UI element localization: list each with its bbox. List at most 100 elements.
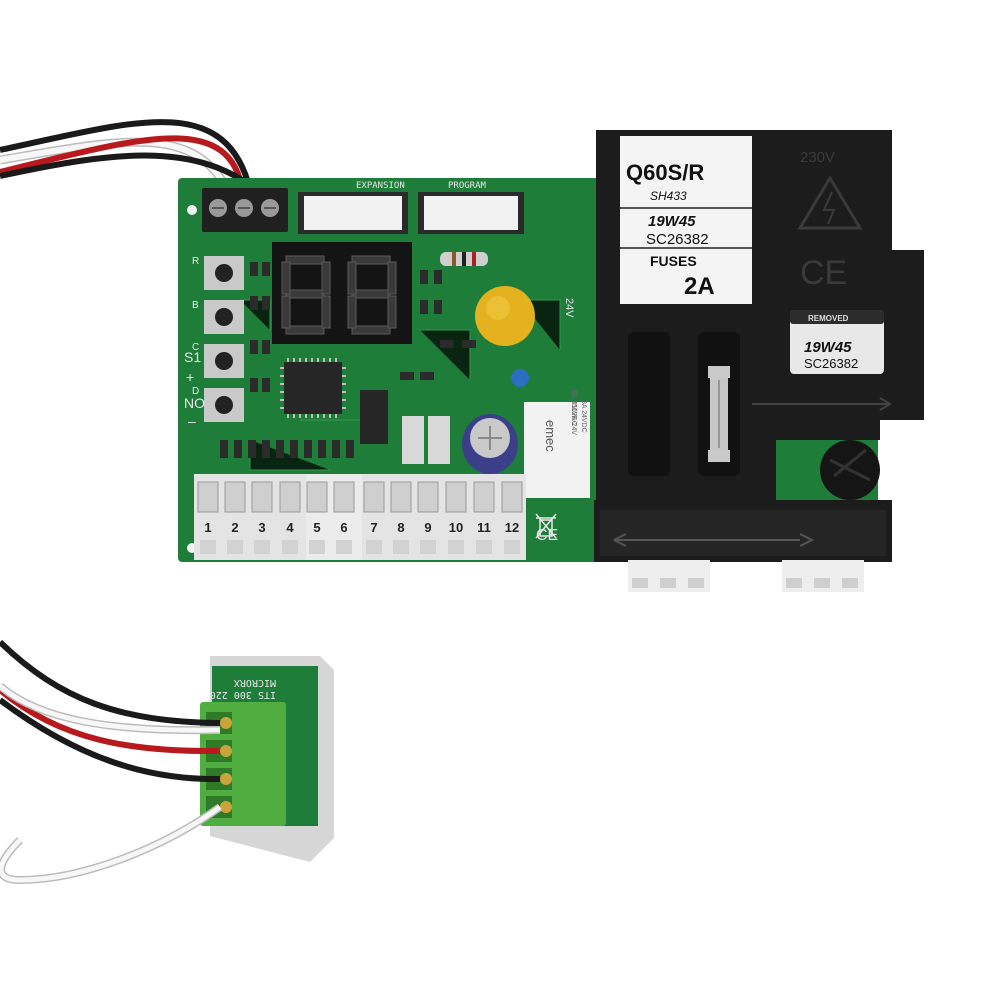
- button-cap-icon: [215, 264, 233, 282]
- cover-slide: [600, 510, 886, 556]
- terminal-number-12: 12: [505, 520, 519, 535]
- screw-icon: [220, 801, 232, 813]
- driver-chip: [360, 390, 388, 444]
- slide-arrow-icon: [614, 533, 815, 547]
- terminal-screw-10[interactable]: [445, 481, 467, 513]
- cover-sub: SH433: [650, 189, 687, 203]
- terminal-screw-1[interactable]: [197, 481, 219, 513]
- side-label-no: NO: [184, 395, 205, 411]
- terminal-number-4: 4: [286, 520, 294, 535]
- terminal-number-2: 2: [231, 520, 238, 535]
- top-wires: [0, 119, 271, 203]
- terminal-wire-entry: [227, 540, 243, 554]
- voltage-label: 24V: [563, 298, 575, 318]
- cover-date-code: 19W45: [648, 213, 696, 230]
- power-screw-terminal: [202, 188, 288, 232]
- side-label-plus: +: [186, 369, 194, 385]
- terminal-number-6: 6: [340, 520, 347, 535]
- glass-fuse: [708, 366, 730, 462]
- removed-serial: SC26382: [804, 356, 858, 371]
- terminal-number-10: 10: [449, 520, 463, 535]
- cover-bottom-connectors: [628, 560, 864, 592]
- screw-icon: [220, 717, 232, 729]
- terminal-screw-4[interactable]: [279, 481, 301, 513]
- ce-mark-cover: CE: [800, 254, 847, 292]
- terminal-wire-entry: [200, 540, 216, 554]
- button-cap-icon: [215, 396, 233, 414]
- terminal-wire-entry: [420, 540, 436, 554]
- terminal-screw-5[interactable]: [306, 481, 328, 513]
- terminal-wire-entry: [309, 540, 325, 554]
- terminal-number-1: 1: [204, 520, 211, 535]
- relay-model: FL-4112E-24V: [570, 390, 577, 435]
- push-buttons: [204, 256, 244, 422]
- cover-voltage: 230V: [800, 149, 835, 166]
- microcontroller-chip: [280, 358, 346, 418]
- capacitor-highlight: [486, 296, 510, 320]
- button-label-d: D: [192, 386, 199, 397]
- fuse-label-sticker: [620, 136, 752, 304]
- button-label-r: R: [192, 256, 199, 267]
- terminal-number-8: 8: [397, 520, 404, 535]
- empty-fuse-slot[interactable]: [628, 332, 670, 476]
- slide-arrow-icon: [613, 533, 627, 547]
- terminal-wire-entry: [254, 540, 270, 554]
- module-wires: [0, 639, 223, 885]
- module-text-2: ITS 300 220: [210, 689, 276, 700]
- expansion-label: EXPANSION: [356, 181, 405, 191]
- terminal-screw-3[interactable]: [251, 481, 273, 513]
- button-label-c: C: [192, 342, 199, 353]
- expansion-connector[interactable]: [304, 196, 402, 230]
- terminal-number-7: 7: [370, 520, 377, 535]
- cover-serial: SC26382: [646, 231, 709, 248]
- terminal-screw-12[interactable]: [501, 481, 523, 513]
- screw-icon: [220, 773, 232, 785]
- relay: emec FL-4112E-24V 3A 250VAC 3A 24VDC: [524, 390, 590, 498]
- removed-code: 19W45: [804, 339, 852, 356]
- triac-heatsink: [402, 416, 424, 464]
- program-label: PROGRAM: [448, 181, 487, 191]
- terminal-wire-entry: [476, 540, 492, 554]
- arrow-icon: [752, 397, 892, 411]
- terminal-number-5: 5: [313, 520, 320, 535]
- screw-icon: [220, 745, 232, 757]
- terminal-screw-7[interactable]: [363, 481, 385, 513]
- terminal-number-9: 9: [424, 520, 431, 535]
- cover-model: Q60S/R: [626, 160, 704, 185]
- terminal-wire-entry: [504, 540, 520, 554]
- program-connector[interactable]: [424, 196, 518, 230]
- terminal-screw-6[interactable]: [333, 481, 355, 513]
- terminal-number-3: 3: [258, 520, 265, 535]
- relay-rating-2: 3A 24VDC: [580, 400, 587, 433]
- relay-rating-1: 3A 250VAC: [570, 390, 577, 426]
- terminal-wire-entry: [366, 540, 382, 554]
- terminal-wire-entry: [282, 540, 298, 554]
- mount-hole: [187, 205, 197, 215]
- terminal-block-7-12: [362, 474, 526, 560]
- terminal-screw-8[interactable]: [390, 481, 412, 513]
- relay-brand: emec: [543, 420, 558, 452]
- button-cap-icon: [215, 352, 233, 370]
- seven-segment-display: [272, 242, 412, 344]
- triac-heatsink: [428, 416, 450, 464]
- terminal-wire-entry: [393, 540, 409, 554]
- weee-bin-icon: [535, 513, 557, 539]
- button-cap-icon: [215, 308, 233, 326]
- terminal-wire-entry: [448, 540, 464, 554]
- receiver-module: MICRORX ITS 300 220: [200, 656, 334, 862]
- smd-components: [220, 262, 476, 458]
- terminal-wire-entry: [336, 540, 352, 554]
- removed-fuse-label: [790, 310, 884, 374]
- terminal-screw-2[interactable]: [224, 481, 246, 513]
- terminal-screw-9[interactable]: [417, 481, 439, 513]
- terminal-number-11: 11: [477, 520, 491, 535]
- resistor: [440, 252, 488, 266]
- fuse-rating: 2A: [684, 273, 715, 300]
- fuses-label: FUSES: [650, 253, 697, 269]
- terminal-screw-11[interactable]: [473, 481, 495, 513]
- high-voltage-warning-icon: [797, 175, 863, 230]
- fuse-cover: Q60S/R SH433 19W45 SC26382 FUSES 2A 230V…: [594, 130, 924, 562]
- side-label-s1: S1: [184, 349, 201, 365]
